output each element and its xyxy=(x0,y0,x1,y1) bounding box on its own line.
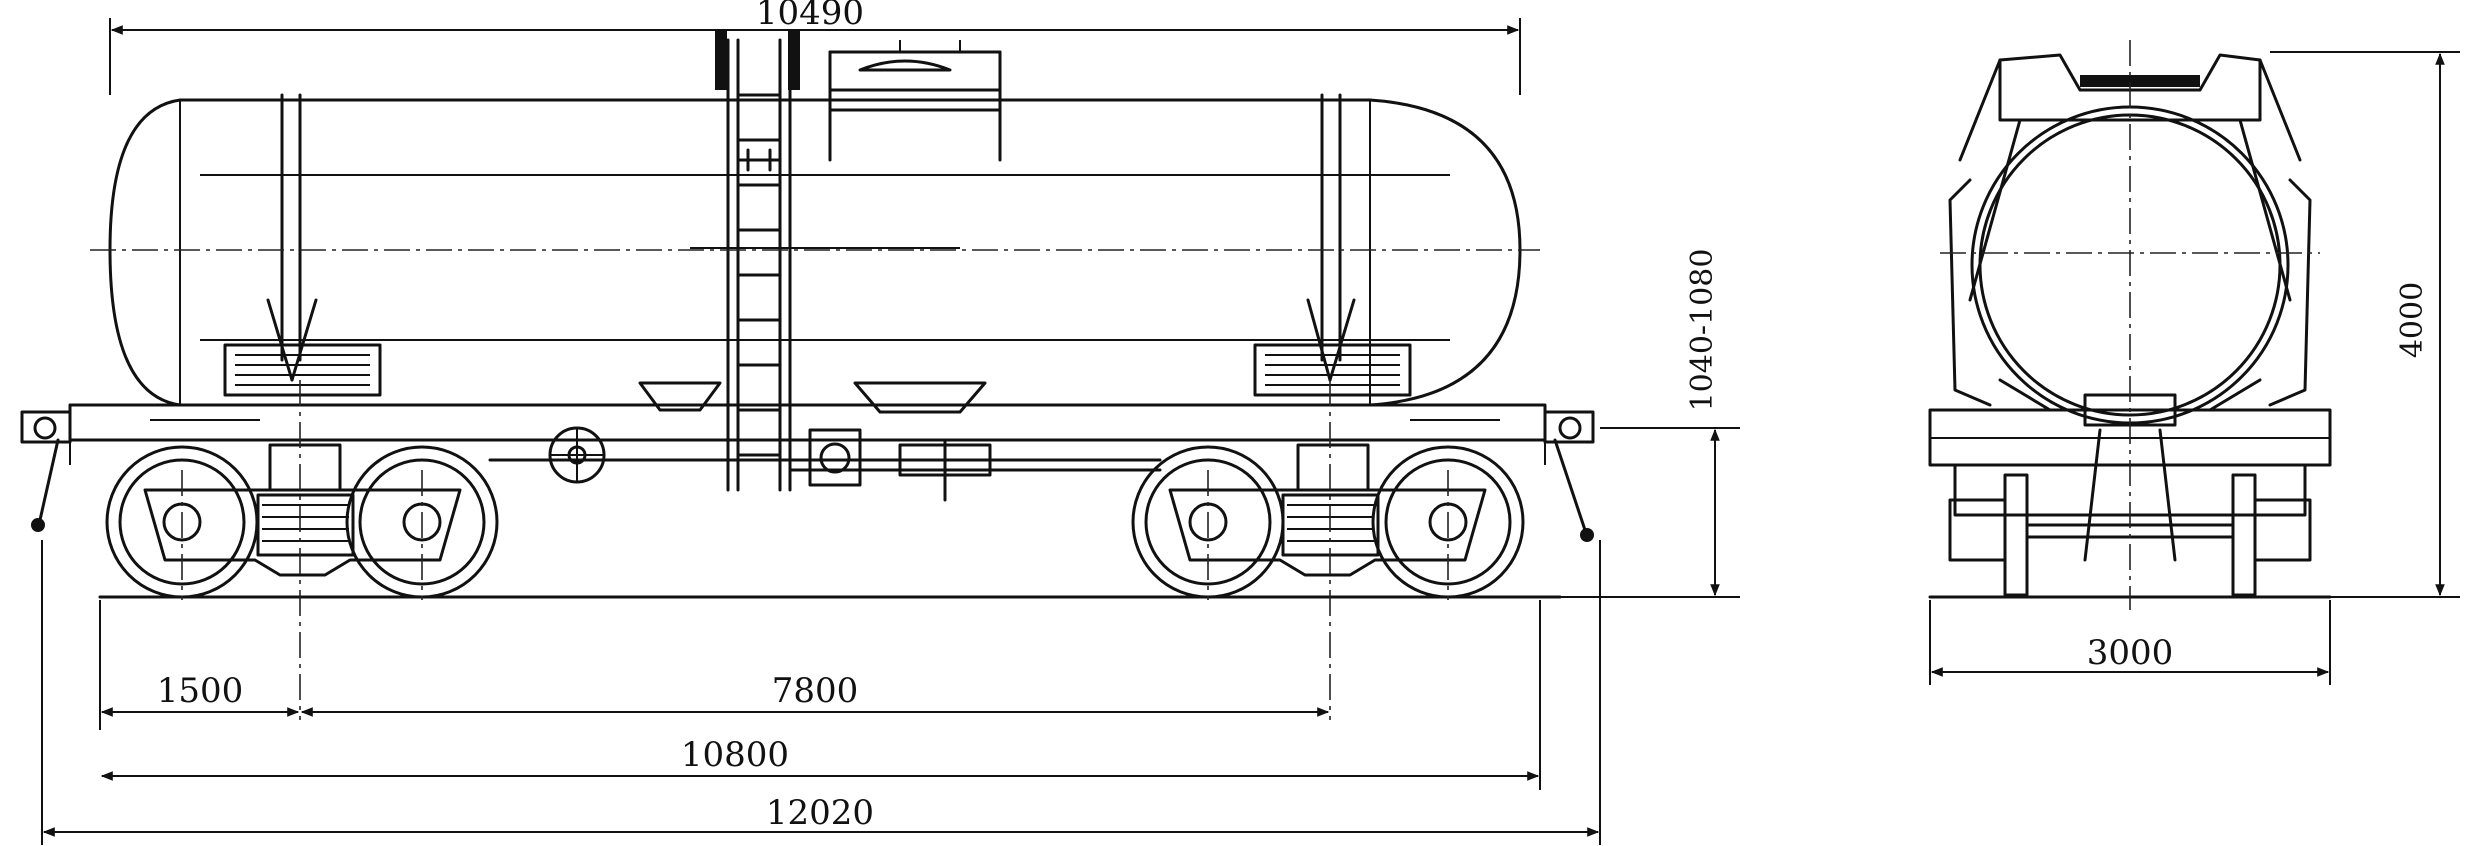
label-tank-length: 10490 xyxy=(756,0,864,33)
brake-handwheel xyxy=(548,426,606,484)
underframe xyxy=(68,403,1547,465)
label-frame-length: 10800 xyxy=(681,735,789,775)
center-lines-end xyxy=(1940,40,2320,610)
tank-body xyxy=(108,98,1522,407)
center-lines-side xyxy=(90,249,1540,720)
tank-saddle-right xyxy=(1253,343,1412,397)
label-bogie-centers: 7800 xyxy=(772,671,859,711)
label-axle-to-buffer: 1500 xyxy=(157,671,244,711)
bogie-left xyxy=(105,443,499,599)
dimension-coupler-height: 1040-1080 xyxy=(1560,249,1740,598)
ladder xyxy=(715,30,800,492)
dimension-frame-length: 10800 xyxy=(100,600,1541,790)
tank-strap-left xyxy=(266,93,318,382)
coupler-right xyxy=(1543,410,1595,542)
dimension-tank-length: 10490 xyxy=(109,0,1521,95)
drain-hoppers xyxy=(638,381,987,414)
coupler-left xyxy=(20,410,72,532)
end-side-supports xyxy=(1948,178,2312,412)
valve-symbol xyxy=(736,148,782,172)
end-view: 4000 3000 xyxy=(1928,40,2460,685)
dimension-width: 3000 xyxy=(1929,600,2331,685)
dimension-row-bogies: 1500 7800 xyxy=(99,600,1330,730)
side-view: 10490 1500 7800 10800 12020 1 xyxy=(20,0,1740,845)
tank-saddle-left xyxy=(223,343,382,397)
brake-rigging xyxy=(488,428,1162,502)
bogie-right xyxy=(1131,443,1525,599)
end-top-structure xyxy=(1958,53,2302,302)
label-overall-length: 12020 xyxy=(766,793,874,833)
dome-platform xyxy=(828,40,1002,162)
label-coupler-height: 1040-1080 xyxy=(1685,249,1720,412)
dimension-overall-length: 12020 xyxy=(41,540,1601,845)
label-width: 3000 xyxy=(2087,633,2174,673)
tank-strap-right xyxy=(1306,93,1356,382)
dimension-height: 4000 xyxy=(2270,51,2460,598)
label-height: 4000 xyxy=(2395,282,2430,358)
